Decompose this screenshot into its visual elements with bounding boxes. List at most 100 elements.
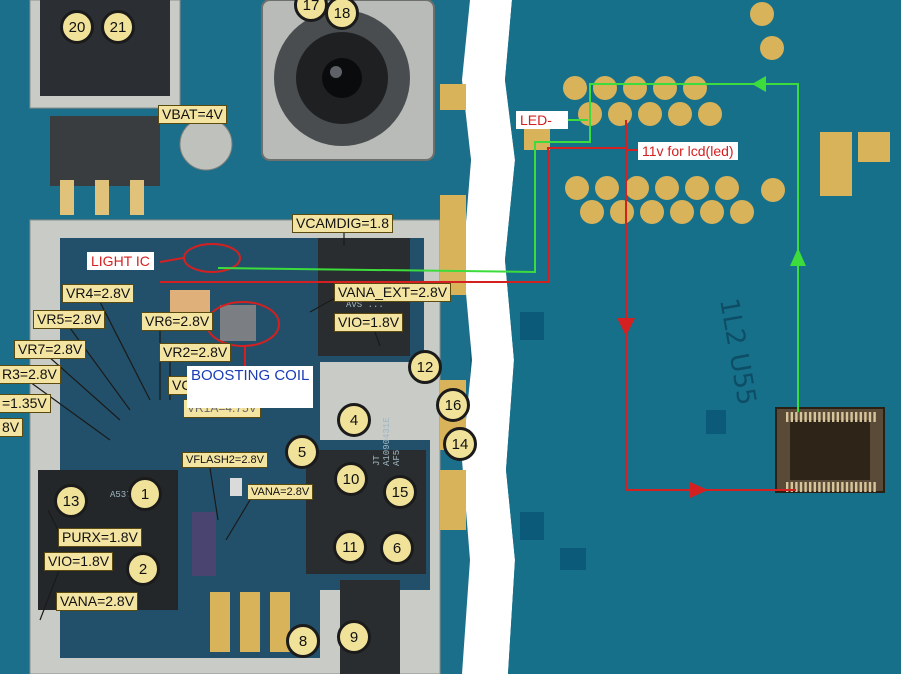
connector-pin [813,412,816,422]
connector-pin [804,412,807,422]
test-point-11: 11 [333,530,367,564]
label-vana-bottom: VANA=2.8V [56,592,139,611]
lcd-pad [623,76,647,100]
test-point-1: 1 [128,477,162,511]
lcd-pad [640,200,664,224]
connector-pin [809,412,812,422]
connector-pin [786,412,789,422]
test-point-12: 12 [408,350,442,384]
lcd-pad [563,76,587,100]
contact-c [270,592,290,652]
edge-pad-upper [440,84,466,110]
trace-led-minus [217,83,799,412]
lcd-pad [608,102,632,126]
board-gap [462,0,515,674]
test-point-10: 10 [334,462,368,496]
lcd-pad [670,200,694,224]
label-vana-ext: VANA_EXT=2.8V [334,283,452,302]
lcd-pad [668,102,692,126]
coil [220,305,256,341]
pad-c [130,180,144,215]
connector-pin [850,482,853,492]
connector-pin [795,482,798,492]
connector-pin [864,482,867,492]
component-purple [192,512,216,576]
lcd-pad [683,76,707,100]
test-point-8: 8 [286,624,320,658]
lcd-pad [625,176,649,200]
camera-glint [330,66,342,78]
connector-pin [836,412,839,422]
label-vr4: VR4=2.8V [62,284,135,303]
label-1-35v: =1.35V [0,394,51,413]
test-point-15: 15 [383,475,417,509]
lcd-pad [610,200,634,224]
lcd-pad [653,76,677,100]
connector-pin [804,482,807,492]
lcd-pad [593,76,617,100]
component-orange [170,290,210,312]
cap-small [230,478,242,496]
label-vr7: VR7=2.8V [14,340,87,359]
contact-b [240,592,260,652]
annotation-led-minus: LED- [516,111,568,129]
pad-rect-2 [858,132,890,162]
test-point-5: 5 [285,435,319,469]
connector-pin [827,482,830,492]
test-point-20: 20 [60,10,94,44]
connector-pin [822,482,826,492]
connector-pin [795,412,798,422]
label-vio-top: VIO=1.8V [334,313,404,332]
ic-left-marking: A537 [110,490,132,500]
connector-pin [845,482,849,492]
connector-pin [799,482,803,492]
pad-rect-1 [820,132,852,196]
connector-pin [841,482,844,492]
right-board [505,0,901,674]
label-vcamdig: VCAMDIG=1.8 [292,214,393,233]
connector-pin [873,482,876,492]
lcd-pad [698,102,722,126]
lcd-pad [730,200,754,224]
connector-pin [850,412,853,422]
camera-lens [322,58,362,98]
pad-a [60,180,74,215]
arrow-red-right [690,482,708,498]
pad-round-3 [761,178,785,202]
label-vr3: R3=2.8V [0,365,61,384]
label-vr2: VR2=2.8V [159,343,232,362]
connector-pin [873,412,876,422]
connector-pin [799,412,803,422]
connector-pin [868,412,872,422]
ic-main-marking: JT A1090431E AF5 [372,417,402,466]
connector-pin [845,412,849,422]
annotation-11v-lcd: 11v for lcd(led) [638,142,738,160]
test-point-18: 18 [325,0,359,30]
connector-pin [836,482,839,492]
lcd-pad [565,176,589,200]
connector-pin [818,412,821,422]
arrow-green-left [752,76,766,92]
connector-pin [790,482,793,492]
connector-pin [822,412,826,422]
connector-pin [790,412,793,422]
label-vana-mid: VANA=2.8V [247,484,314,500]
via-3 [706,410,726,434]
connector-pin [832,412,835,422]
test-point-9: 9 [337,620,371,654]
annotation-boosting-coil: BOOSTING COIL [187,366,313,408]
edge-pad-top [440,195,466,295]
test-point-14: 14 [443,427,477,461]
arrow-red-down [617,318,635,336]
connector-pin [827,412,830,422]
connector-pin [868,482,872,492]
buzzer [179,117,233,171]
pad-b [95,180,109,215]
connector-pin [864,412,867,422]
connector-pin [809,482,812,492]
via-1 [520,312,544,340]
label-vr6: VR6=2.8V [141,312,214,331]
lcd-pad [595,176,619,200]
